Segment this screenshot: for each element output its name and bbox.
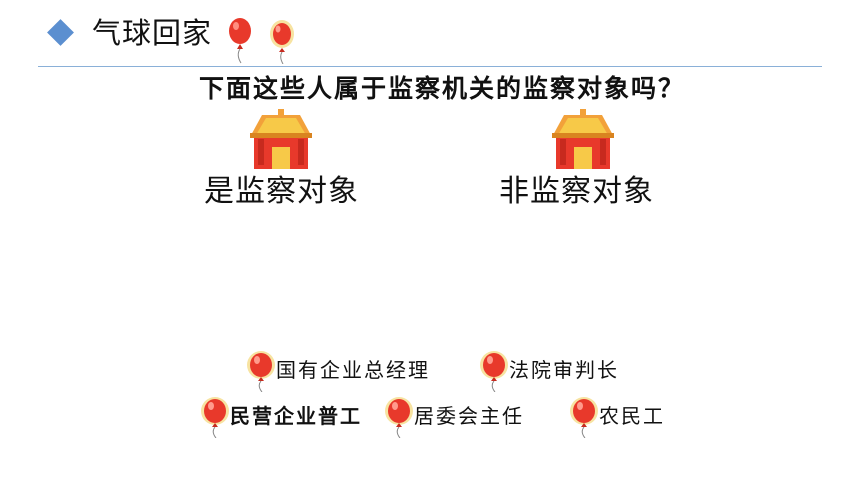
balloon-item[interactable]: 农民工 <box>567 396 687 438</box>
diamond-bullet-icon <box>47 19 74 46</box>
balloon-label: 国有企业总经理 <box>276 358 430 382</box>
balloon-item[interactable]: 国有企业总经理 <box>244 350 464 392</box>
balloon-icon <box>247 351 275 392</box>
question-text: 下面这些人属于监察机关的监察对象吗？ <box>198 74 685 103</box>
balloon-item[interactable]: 民营企业普工 <box>198 396 398 438</box>
title-balloons-icon <box>229 18 294 64</box>
balloon-icon <box>480 351 508 392</box>
house-icon[interactable] <box>248 109 314 169</box>
balloon-item[interactable]: 法院审判长 <box>477 350 647 392</box>
balloon-icon <box>229 18 251 64</box>
balloon-item[interactable]: 居委会主任 <box>382 396 562 438</box>
balloon-icon <box>385 397 413 438</box>
balloon-label: 居委会主任 <box>414 404 524 428</box>
header: 气球回家 <box>0 0 860 68</box>
category-label-no: 非监察对象 <box>499 174 654 209</box>
balloon-label: 农民工 <box>599 404 665 428</box>
balloon-label: 民营企业普工 <box>230 404 362 428</box>
balloon-icon <box>270 20 294 64</box>
header-divider <box>38 66 822 67</box>
page-title: 气球回家 <box>92 16 213 50</box>
balloon-icon <box>570 397 598 438</box>
category-label-yes: 是监察对象 <box>204 174 359 209</box>
balloon-label: 法院审判长 <box>509 358 619 382</box>
balloon-icon <box>201 397 229 438</box>
house-icon[interactable] <box>550 109 616 169</box>
